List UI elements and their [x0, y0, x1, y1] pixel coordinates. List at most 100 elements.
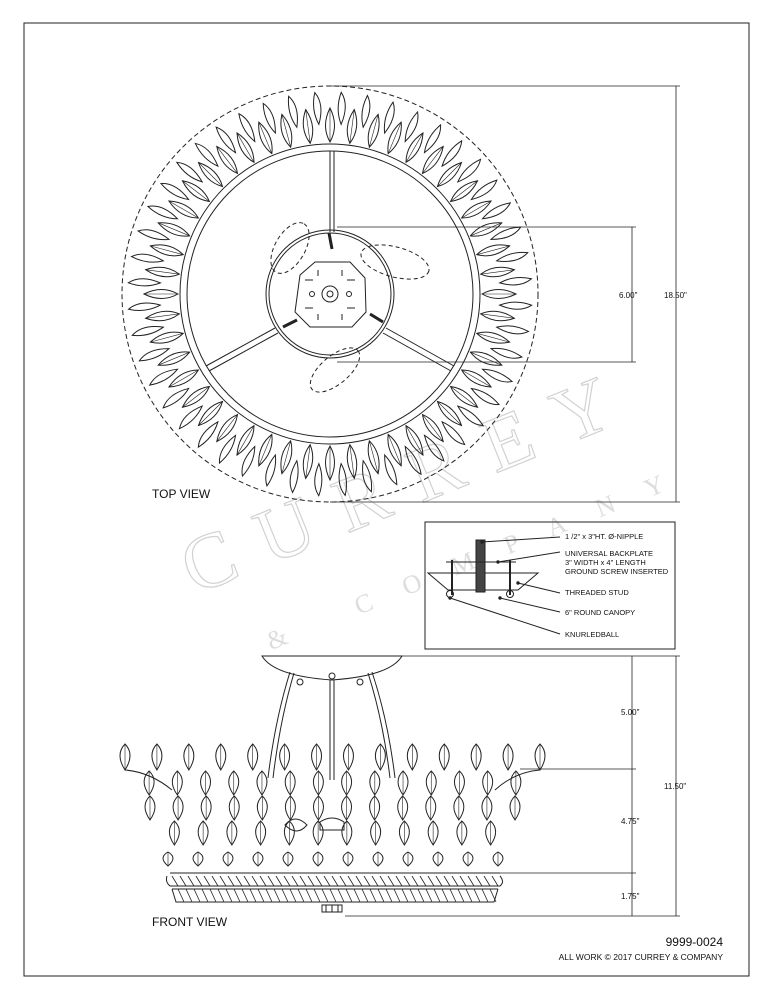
dim-top-inner: 6.00"	[619, 291, 638, 300]
front-leaf	[510, 770, 522, 796]
front-leaf	[226, 820, 238, 846]
front-leaf	[312, 795, 324, 821]
arm-right-b	[382, 332, 452, 372]
front-leaf	[456, 820, 468, 846]
leaf	[469, 351, 514, 383]
front-leaf	[119, 743, 131, 771]
front-leaf	[342, 851, 354, 867]
leaf	[405, 123, 442, 164]
leaf	[148, 368, 200, 388]
front-leaf	[481, 795, 493, 821]
copyright: ALL WORK © 2017 CURREY & COMPANY	[558, 952, 723, 962]
watermark: CURREY & COMPANY	[168, 348, 700, 656]
leaf	[236, 112, 256, 164]
front-leaf-bowl	[119, 743, 546, 867]
backplate	[294, 261, 367, 328]
front-leaf	[438, 743, 450, 771]
front-leaf	[374, 743, 386, 771]
rope-twist-lower	[177, 888, 497, 903]
front-leaf	[425, 795, 437, 821]
front-leaf	[183, 743, 195, 771]
front-arm	[371, 671, 396, 779]
leaf	[138, 348, 191, 366]
leaf	[194, 142, 224, 188]
front-leaf	[256, 770, 268, 796]
front-leaf	[492, 851, 504, 867]
leaf	[479, 266, 533, 286]
front-view-title: FRONT VIEW	[152, 915, 228, 929]
front-leaf	[215, 743, 227, 771]
front-dimension-lines	[345, 655, 680, 917]
leaf	[436, 400, 466, 446]
leaf	[460, 200, 512, 220]
arm-left-b	[208, 332, 279, 372]
front-leaf	[453, 770, 465, 796]
leaf	[136, 229, 185, 257]
top-dimension-lines	[330, 85, 680, 503]
leaf	[127, 302, 181, 322]
front-leaf	[197, 820, 209, 846]
leaf	[280, 95, 298, 149]
dim-top-overall: 18.50"	[664, 291, 687, 300]
front-leaf	[228, 795, 240, 821]
leaf	[449, 385, 485, 427]
front-leaf	[341, 820, 353, 846]
front-leaf	[341, 770, 353, 796]
front-leaf	[369, 795, 381, 821]
front-leaf	[432, 851, 444, 867]
front-leaf	[502, 743, 514, 771]
callout-backplate-size: 3" WIDTH x 4" LENGTH	[565, 558, 646, 567]
front-leaf	[425, 770, 437, 796]
leaf	[146, 205, 191, 237]
front-leaf	[222, 851, 234, 867]
front-leaf	[200, 795, 212, 821]
dim-front-chain: 5.00"	[621, 708, 640, 717]
outer-ring	[179, 143, 481, 445]
leaf	[421, 139, 463, 175]
front-leaf	[168, 820, 180, 846]
front-leaf	[282, 851, 294, 867]
leaf	[367, 100, 395, 149]
leaf	[131, 326, 185, 344]
leaf	[384, 433, 402, 486]
leaf	[241, 433, 273, 478]
leaf	[460, 369, 501, 406]
part-number: 9999-0024	[665, 935, 723, 949]
front-leaf	[171, 770, 183, 796]
top-view	[121, 85, 539, 503]
front-leaf	[312, 820, 324, 846]
callout-ground-screw: GROUND SCREW INSERTED	[565, 567, 669, 576]
front-leaf	[402, 851, 414, 867]
leaf	[197, 413, 239, 449]
front-leaf	[256, 795, 268, 821]
leaf	[289, 443, 314, 494]
callout-canopy: 6" ROUND CANOPY	[565, 608, 636, 617]
front-leaf	[172, 795, 184, 821]
dim-front-band: 1.75"	[621, 892, 640, 901]
canopy-circle	[265, 229, 395, 359]
front-leaf	[470, 743, 482, 771]
front-leaf	[370, 820, 382, 846]
leaf	[346, 94, 371, 145]
front-leaf	[311, 743, 323, 771]
front-leaf	[534, 743, 546, 771]
page-border	[23, 22, 750, 977]
front-leaf	[228, 770, 240, 796]
leaf	[449, 179, 498, 203]
leaf	[387, 110, 419, 155]
front-leaf	[482, 770, 494, 796]
lamp-outline	[360, 244, 430, 280]
callout-backplate: UNIVERSAL BACKPLATE	[565, 549, 653, 558]
leaf	[127, 278, 180, 299]
front-leaf	[372, 851, 384, 867]
arm-right	[385, 327, 455, 367]
leaf	[475, 331, 524, 359]
leaf	[130, 253, 181, 278]
front-leaf	[284, 795, 296, 821]
center-hole	[321, 285, 339, 303]
callout-knurled-ball: KNURLEDBALL	[565, 630, 620, 639]
front-leaf	[509, 795, 521, 821]
leaf	[175, 161, 211, 203]
